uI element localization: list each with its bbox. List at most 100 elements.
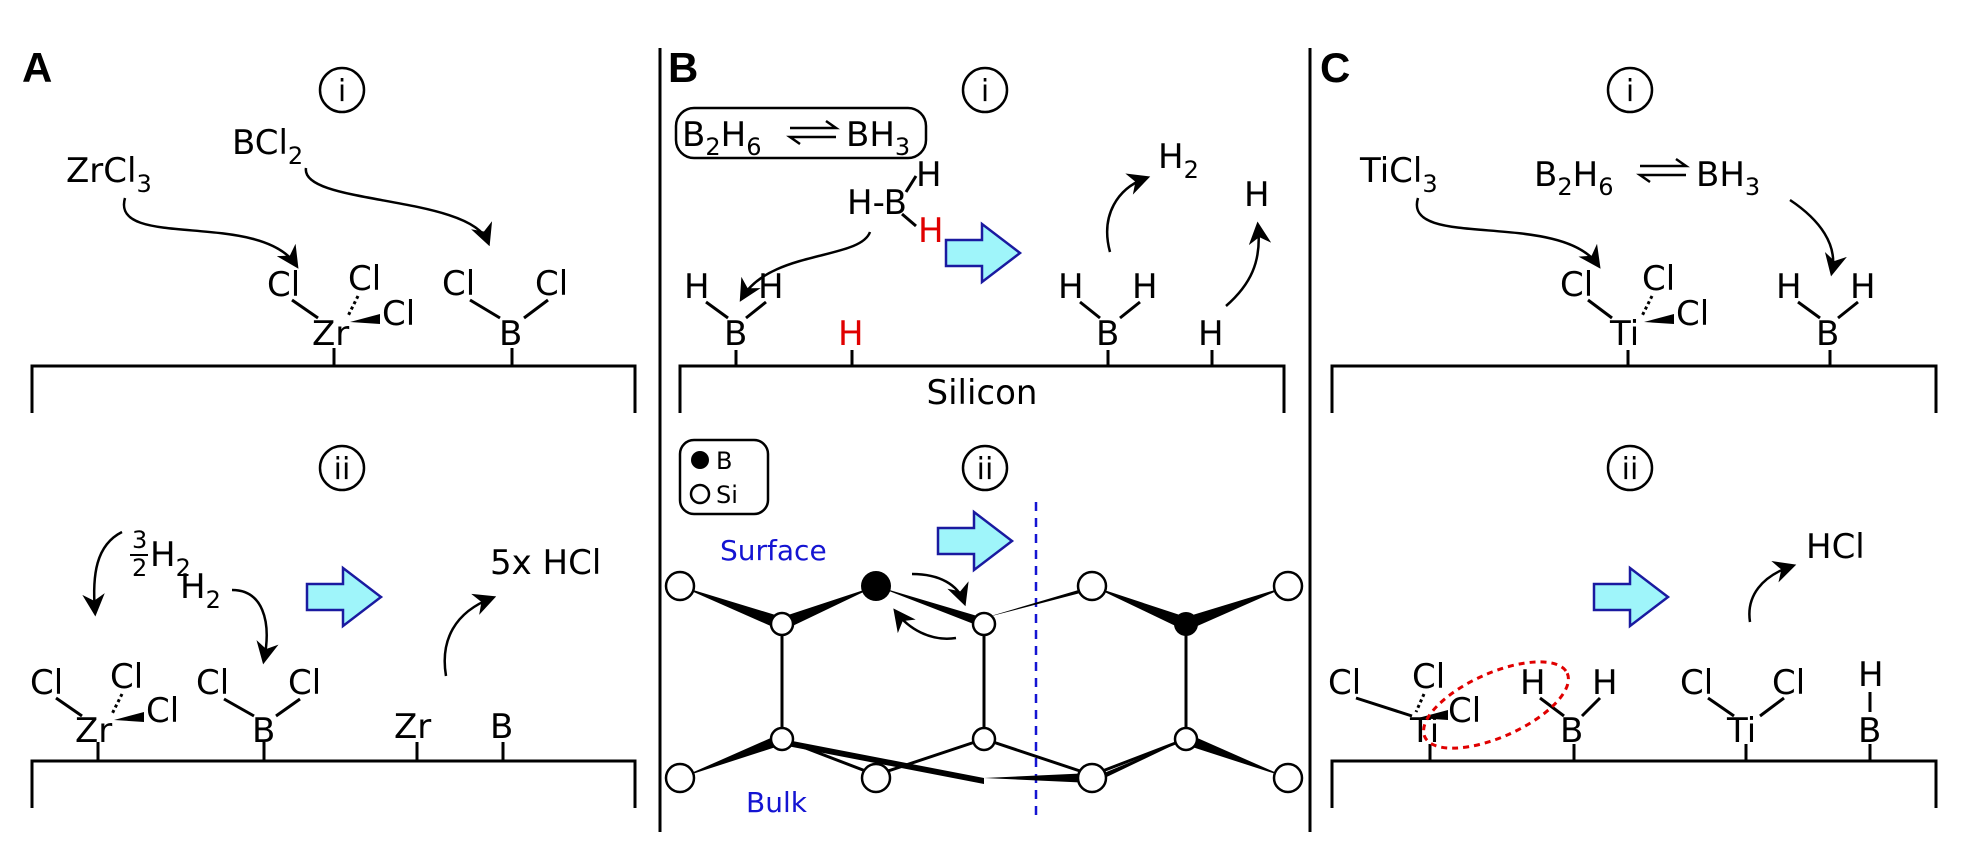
si-atom (1272, 570, 1304, 602)
cl-b-bond (275, 697, 301, 718)
si-atom (664, 762, 696, 794)
lattice-wedge (1186, 586, 1288, 631)
bulk-label: Bulk (746, 786, 808, 819)
h-atom: H (1198, 314, 1224, 354)
frac-denominator: 2 (132, 554, 147, 582)
surface-a-ii (30, 759, 637, 808)
h2-label: H2 (180, 567, 221, 614)
cl-ti-bond (1355, 696, 1413, 718)
step-marker-b-ii (961, 444, 1009, 492)
b-atom-dot (1174, 612, 1198, 636)
h-atom: H (758, 267, 784, 307)
cl-atom: Cl (267, 265, 300, 305)
reaction-arrow (1592, 565, 1671, 629)
diborane-equilibrium: B2H6 (1534, 155, 1613, 201)
lattice-wedge (680, 586, 782, 631)
si-atom (971, 611, 997, 637)
lattice-bond (781, 737, 877, 777)
cl-atom: Cl (348, 259, 381, 299)
cl-atom: Cl (30, 663, 63, 703)
curved-arrow-h2 (1105, 173, 1151, 253)
hb-fragment: H-B (847, 183, 907, 223)
bcl2-label: BCl2 (232, 123, 303, 170)
legend-box (678, 438, 770, 516)
h-atom: H (1132, 267, 1158, 307)
cl-atom: Cl (1642, 259, 1675, 299)
equilibrium-arrow-reverse (786, 135, 836, 146)
h-atom: H (1520, 663, 1546, 703)
cl-atom: Cl (110, 657, 143, 697)
panel-label-c: C (1320, 44, 1350, 91)
b-atom: B (1096, 314, 1119, 354)
reaction-arrow (944, 221, 1023, 285)
reaction-arrow (936, 509, 1015, 573)
b-atom: B (724, 314, 747, 354)
b-atom-dot (861, 571, 891, 601)
si-atom (860, 762, 892, 794)
curved-arrow-h2 (231, 588, 279, 665)
panel-a: A i ZrCl3 BCl2 Zr B Cl Cl Cl Cl Cl ii 3 … (22, 44, 637, 808)
legend-boron: B (716, 447, 732, 475)
si-atom (1173, 726, 1199, 752)
h-atom: H (1244, 175, 1270, 215)
bh-bond (904, 175, 918, 193)
cl-atom: Cl (1772, 663, 1805, 703)
cl-b-bond (223, 697, 255, 718)
hb-bond (1119, 300, 1141, 320)
cl-atom: Cl (196, 663, 229, 703)
lattice-wedge (680, 733, 782, 778)
cl-atom: Cl (1328, 663, 1361, 703)
panel-label-a: A (22, 44, 52, 91)
h-atom-red: H (918, 211, 944, 251)
lattice-wedge (876, 586, 984, 628)
h-atom-red: H (838, 314, 864, 354)
cl-atom: Cl (146, 691, 179, 731)
wedge-bond (1418, 710, 1448, 720)
lattice-wedge (782, 739, 984, 784)
b-atom: B (1816, 314, 1839, 354)
step-label-a-i: i (338, 74, 346, 109)
hb-bond (1079, 300, 1101, 320)
si-atom (769, 726, 795, 752)
wedge-bond (1644, 314, 1674, 324)
lattice-wedge (984, 773, 1092, 783)
h2-label: H2 (150, 535, 191, 582)
curved-arrow-hcl (443, 593, 497, 677)
surface-a-i (30, 364, 637, 413)
lattice-bond (983, 737, 1093, 777)
cl-ti-bond (1587, 298, 1613, 320)
lattice-wedge (1092, 586, 1186, 631)
surface-c-i (1330, 364, 1938, 413)
cl-atom: Cl (1560, 265, 1593, 305)
borane-label: BH3 (846, 115, 910, 161)
b-atom: B (490, 707, 513, 747)
reaction-arrow (305, 565, 384, 629)
curved-arrow-h2 (82, 530, 123, 617)
silicon-legend-dot (689, 483, 711, 505)
b-atom: B (1858, 711, 1881, 751)
h-atom: H (1592, 663, 1618, 703)
hashed-bond (346, 295, 360, 317)
curved-arrow-bcl2 (304, 167, 493, 247)
curved-arrow-hcl (1748, 561, 1797, 623)
step-label-c-i: i (1626, 74, 1634, 109)
zrcl3-label: ZrCl3 (66, 151, 152, 198)
cl-atom: Cl (1680, 663, 1713, 703)
zr-atom: Zr (75, 711, 112, 751)
step-marker-b-i (961, 66, 1009, 114)
lattice-bond (875, 737, 985, 777)
ti-atom: Ti (1609, 314, 1639, 354)
hb-bond (705, 300, 729, 320)
panel-label-b: B (668, 44, 698, 91)
equilibrium-box (674, 106, 928, 160)
hashed-bond (1640, 295, 1654, 317)
exchange-arrow (893, 608, 957, 640)
legend-silicon: Si (716, 481, 738, 509)
h-atom: H (1858, 655, 1884, 695)
b-atom: B (1560, 711, 1583, 751)
step-marker-a-i (318, 66, 366, 114)
equilibrium-arrow-forward (1640, 157, 1690, 168)
step-label-c-ii: ii (1622, 452, 1639, 487)
hb-bond (1797, 300, 1821, 320)
